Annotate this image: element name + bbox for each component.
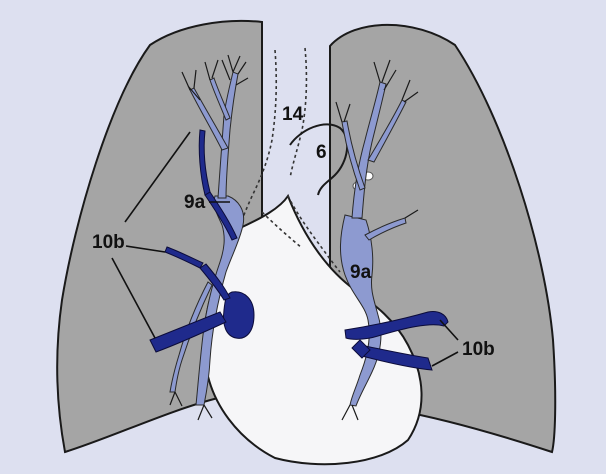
label-10b-left: 10b [92, 232, 125, 253]
label-10b-right: 10b [462, 339, 495, 360]
label-9a-right: 9a [350, 262, 372, 283]
label-14: 14 [282, 104, 304, 125]
label-6: 6 [316, 142, 327, 163]
label-9a-left: 9a [184, 192, 206, 213]
